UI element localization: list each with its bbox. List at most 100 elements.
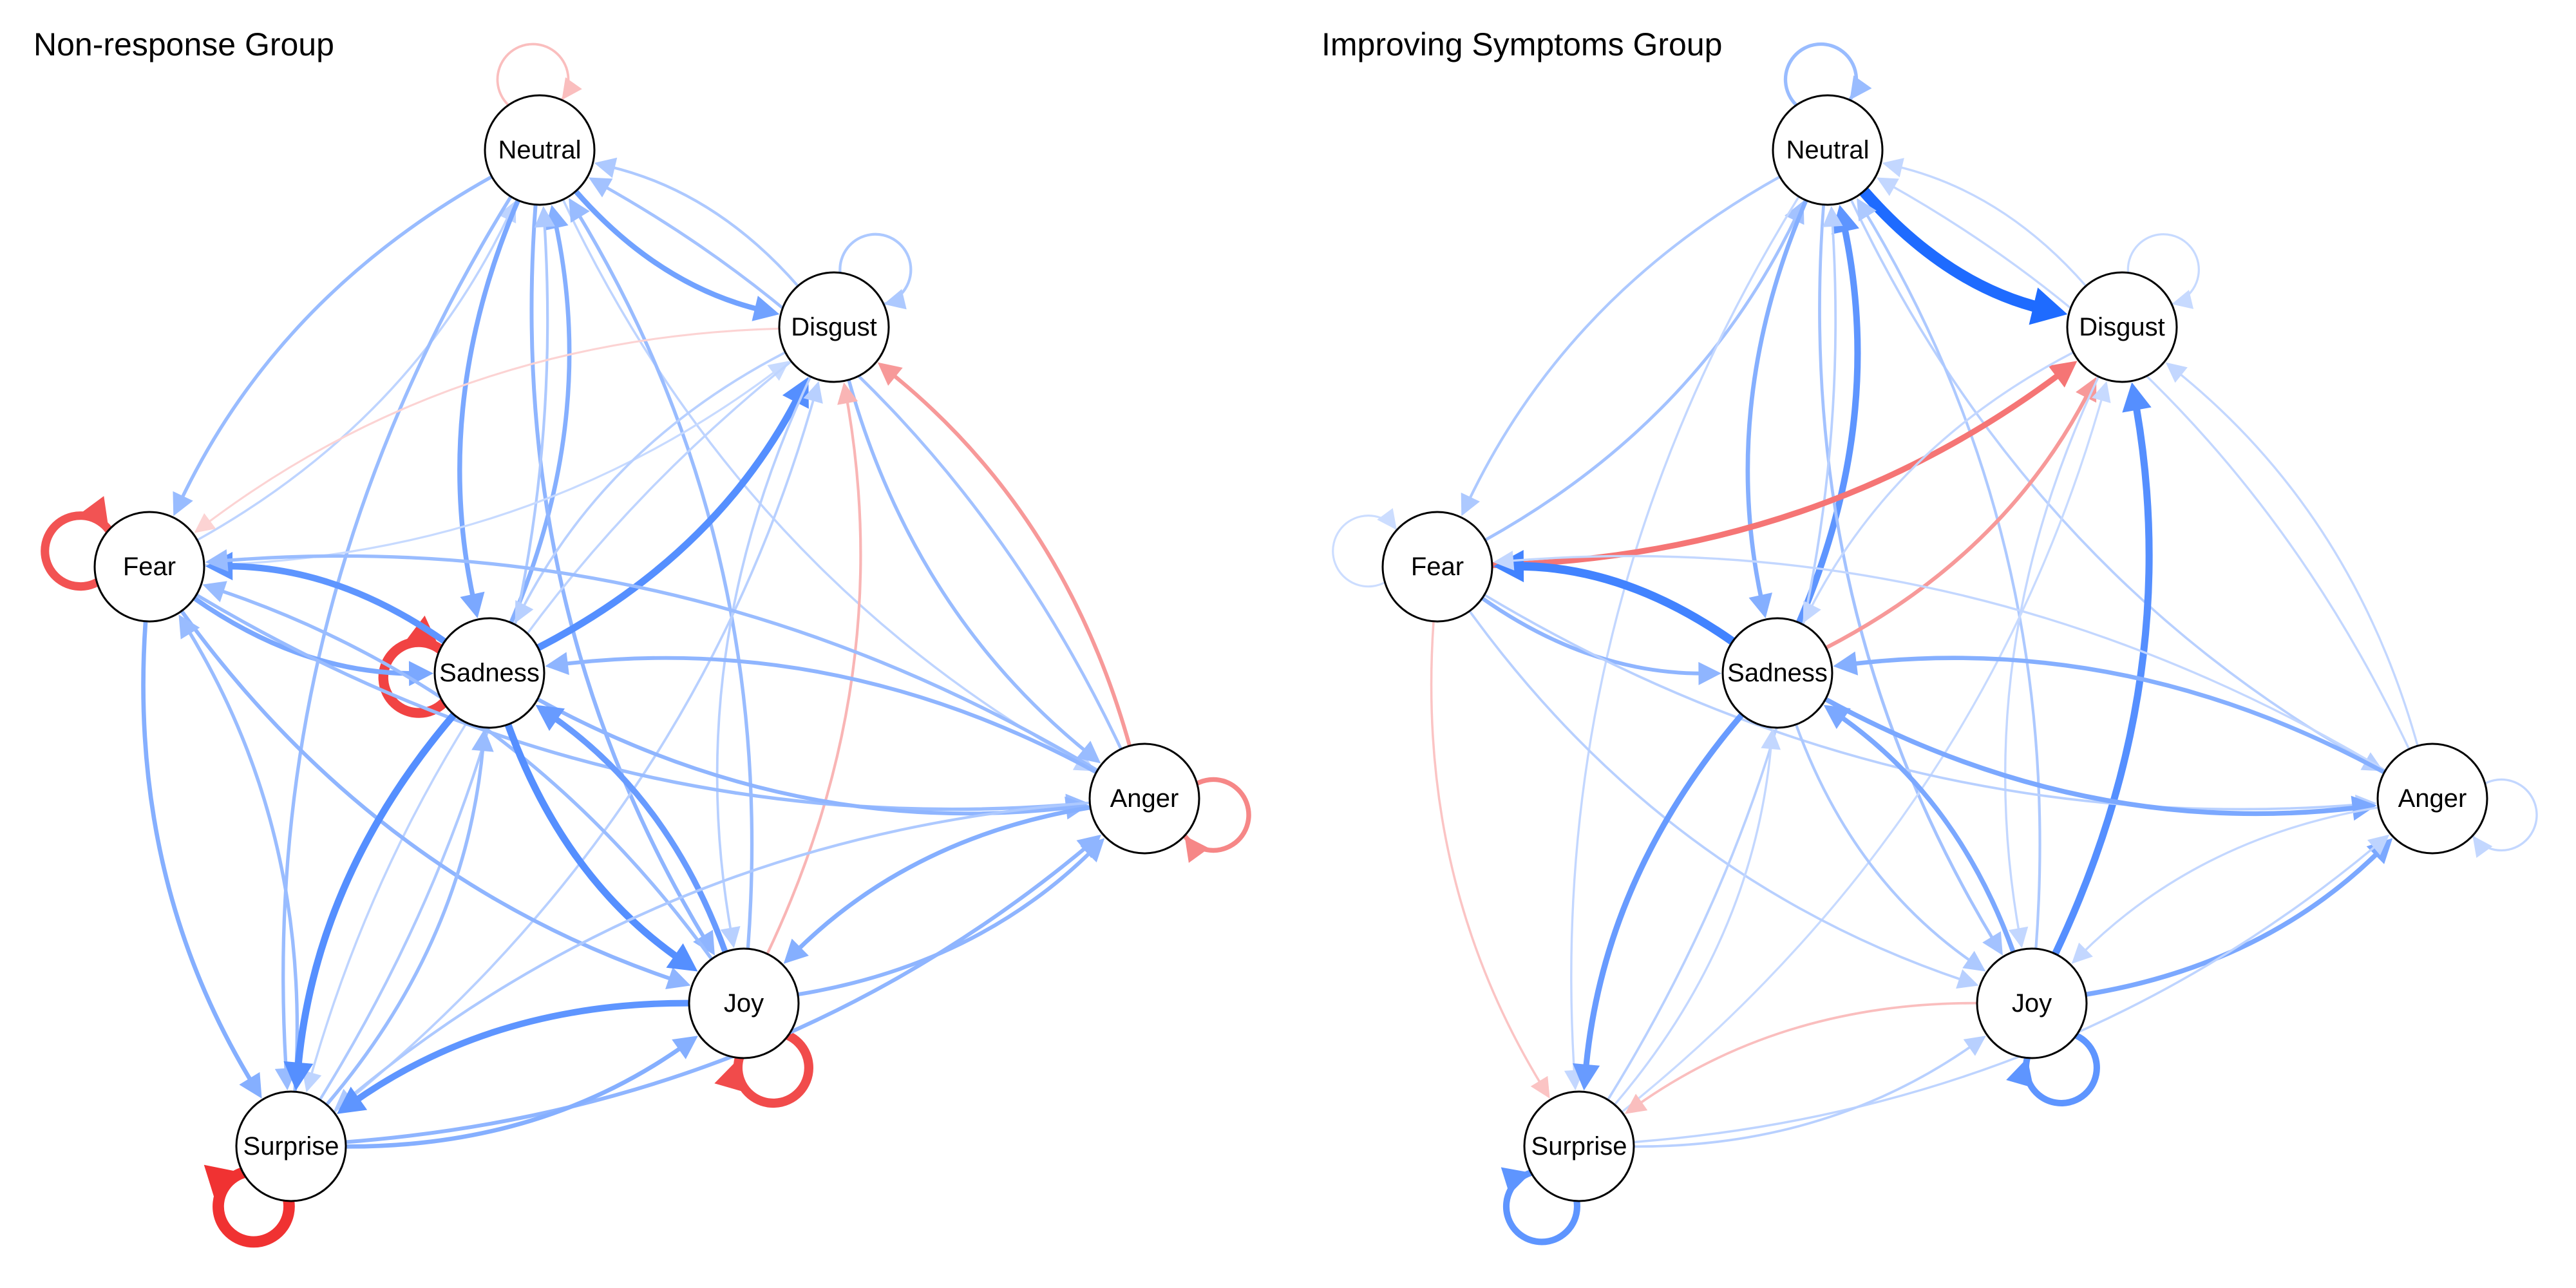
- node-label: Surprise: [243, 1132, 339, 1160]
- self-loop: [2471, 778, 2538, 852]
- edge-arrowhead: [1833, 651, 1859, 676]
- edge-arrowhead: [693, 929, 715, 956]
- edge-arrowhead: [2071, 942, 2093, 964]
- edge-line: [221, 563, 448, 645]
- edge-line: [1570, 195, 1800, 1077]
- edge-sadness-surprise: [283, 711, 458, 1091]
- edge-arrowhead: [194, 513, 216, 533]
- edge-line: [1582, 712, 1745, 1075]
- edge-arrowhead: [2048, 361, 2078, 388]
- edge-arrowhead: [803, 381, 823, 404]
- edge-line: [1824, 389, 2091, 650]
- edge-line: [1818, 203, 1997, 944]
- edge-line: [185, 626, 299, 1094]
- edge-arrowhead: [2351, 795, 2377, 821]
- edge-line: [1613, 741, 1773, 1106]
- edge-arrowhead: [1962, 951, 1986, 972]
- edge-arrowhead: [1530, 1075, 1550, 1099]
- node-circle: [778, 271, 890, 383]
- edge-line: [534, 391, 803, 652]
- edge-line: [2080, 806, 2380, 955]
- edge-arrowhead: [1698, 661, 1722, 685]
- edge-arrowhead: [1501, 1167, 1531, 1195]
- edge-disgust-neutral: [1882, 158, 2087, 287]
- edge-neutral-fear: [173, 175, 494, 516]
- edge-sadness-disgust: [534, 377, 809, 652]
- edge-arrowhead: [672, 1036, 698, 1059]
- edge-anger-fear: [1493, 551, 2387, 772]
- node-fear: Fear: [93, 511, 205, 623]
- edge-disgust-disgust: [838, 232, 913, 310]
- node-neutral: Neutral: [1772, 94, 1884, 206]
- nodes: NeutralDisgustFearSadnessAngerJoySurpris…: [1381, 94, 2488, 1202]
- edge-arrowhead: [2472, 835, 2493, 858]
- edge-disgust-neutral: [594, 157, 800, 288]
- edge-arrowhead: [239, 1072, 262, 1099]
- edge-fear-anger: [1483, 593, 2377, 815]
- edge-joy-disgust: [2051, 382, 2153, 958]
- edge-arrowhead: [588, 177, 613, 198]
- edge-arrowhead: [569, 198, 590, 223]
- edge-joy-sadness: [1823, 705, 2016, 954]
- edge-anger-disgust: [877, 362, 1132, 748]
- edge-joy-surprise: [1625, 1001, 1978, 1114]
- edge-anger-disgust: [2165, 362, 2419, 747]
- edge-arrowhead: [1963, 1036, 1986, 1056]
- node-label: Surprise: [1531, 1132, 1627, 1160]
- edge-disgust-sadness: [515, 351, 787, 623]
- edge-surprise-fear: [178, 614, 299, 1094]
- edge-arrowhead: [515, 600, 534, 623]
- edge-neutral-neutral: [496, 43, 582, 107]
- edge-arrowhead: [1761, 728, 1781, 750]
- edges: [41, 43, 1251, 1248]
- edge-line: [1794, 723, 1975, 965]
- edge-arrowhead: [1377, 507, 1397, 530]
- node-disgust: Disgust: [2066, 271, 2178, 383]
- node-label: Neutral: [1786, 136, 1870, 164]
- edge-line: [795, 847, 1095, 997]
- edge-line: [600, 183, 1123, 751]
- edge-anger-sadness: [545, 652, 1099, 775]
- edge-line: [194, 592, 1075, 811]
- edge-anger-neutral: [1876, 177, 2410, 750]
- edge-arrowhead: [2367, 834, 2390, 856]
- edge-disgust-joy: [2003, 375, 2100, 949]
- edge-line: [1888, 183, 2410, 750]
- edge-line: [2003, 375, 2100, 936]
- edge-line: [504, 721, 685, 964]
- edge-anger-fear: [205, 549, 1099, 773]
- node-anger: Anger: [1088, 743, 1200, 855]
- edge-line: [1506, 554, 2387, 772]
- node-fear: Fear: [1381, 511, 1493, 623]
- edge-fear-fear: [41, 496, 113, 591]
- edge-line: [281, 194, 513, 1077]
- node-disgust: Disgust: [778, 271, 890, 383]
- edge-arrowhead: [545, 652, 569, 676]
- node-joy: Joy: [688, 947, 800, 1059]
- edge-neutral-neutral: [1783, 42, 1872, 107]
- node-surprise: Surprise: [235, 1090, 347, 1202]
- node-circle: [1976, 947, 2088, 1059]
- edge-line: [204, 327, 781, 526]
- self-loop: [2126, 233, 2200, 305]
- edge-arrowhead: [1461, 492, 1480, 516]
- network-diagram: NeutralDisgustFearSadnessAngerJoySurpris…: [1332, 42, 2538, 1245]
- edge-fear-anger: [194, 592, 1089, 817]
- edge-sadness-joy: [504, 721, 698, 972]
- edge-line: [457, 198, 521, 604]
- edge-fear-joy: [1468, 609, 1979, 989]
- edge-arrowhead: [2008, 926, 2029, 949]
- self-loop: [1332, 515, 1398, 588]
- edge-line: [294, 711, 458, 1075]
- edge-joy-neutral: [1857, 198, 2041, 951]
- panel-title: Non-response Group: [33, 26, 334, 62]
- edge-sadness-neutral: [509, 205, 572, 625]
- edge-arrowhead: [302, 1070, 322, 1093]
- edge-line: [1483, 213, 1799, 542]
- edge-line: [1466, 175, 1781, 504]
- edge-arrowhead: [77, 496, 109, 530]
- edge-line: [793, 805, 1093, 954]
- nodes: NeutralDisgustFearSadnessAngerJoySurpris…: [93, 94, 1200, 1202]
- node-anger: Anger: [2376, 743, 2488, 855]
- edge-line: [1808, 351, 2075, 612]
